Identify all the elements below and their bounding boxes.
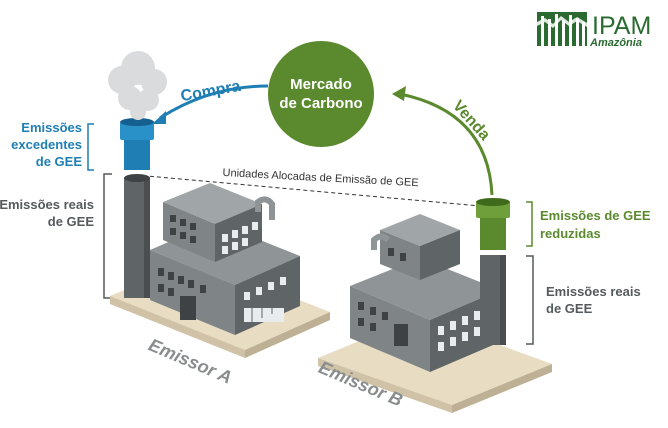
sell-arrowhead [392, 86, 406, 101]
emitter-b-building [318, 214, 552, 413]
excess-label-line1: Emissões [21, 120, 82, 135]
emitter-a-building [110, 183, 330, 358]
sell-label: Venda [449, 97, 493, 143]
reduced-bracket [526, 201, 533, 247]
allocated-label: Unidades Alocadas de Emissão de GEE [222, 167, 419, 189]
excess-label-line3: de GEE [36, 154, 83, 169]
real-a-label-line2: de GEE [48, 214, 95, 229]
allocated-dashed-line [135, 174, 481, 207]
real-bracket-b [526, 255, 534, 345]
real-b-label-line2: de GEE [546, 301, 593, 316]
logo-subtitle: Amazônia [589, 37, 642, 49]
buy-label: Compra [179, 78, 242, 105]
excess-bracket [87, 123, 94, 171]
carbon-market-circle [268, 41, 374, 147]
sell-arrow [399, 92, 494, 196]
market-line2: de Carbono [279, 95, 362, 112]
real-b-label-line1: Emissões reais [546, 284, 641, 299]
excess-label-line2: excedentes [11, 137, 82, 152]
reduced-label-line1: Emissões de GEE [540, 208, 651, 223]
ipam-logo-mark [537, 12, 587, 46]
smoke-cloud [108, 51, 167, 120]
buy-arrowhead [152, 111, 166, 124]
real-a-label-line1: Emissões reais [0, 197, 94, 212]
reduced-label-line2: reduzidas [540, 226, 601, 241]
emitter-b-chimney [476, 198, 510, 345]
buy-arrow [159, 84, 269, 120]
market-line1: Mercado [290, 76, 352, 93]
emitter-a-chimney [120, 118, 154, 298]
real-bracket-a [103, 173, 112, 299]
logo-title: IPAM [592, 12, 651, 40]
